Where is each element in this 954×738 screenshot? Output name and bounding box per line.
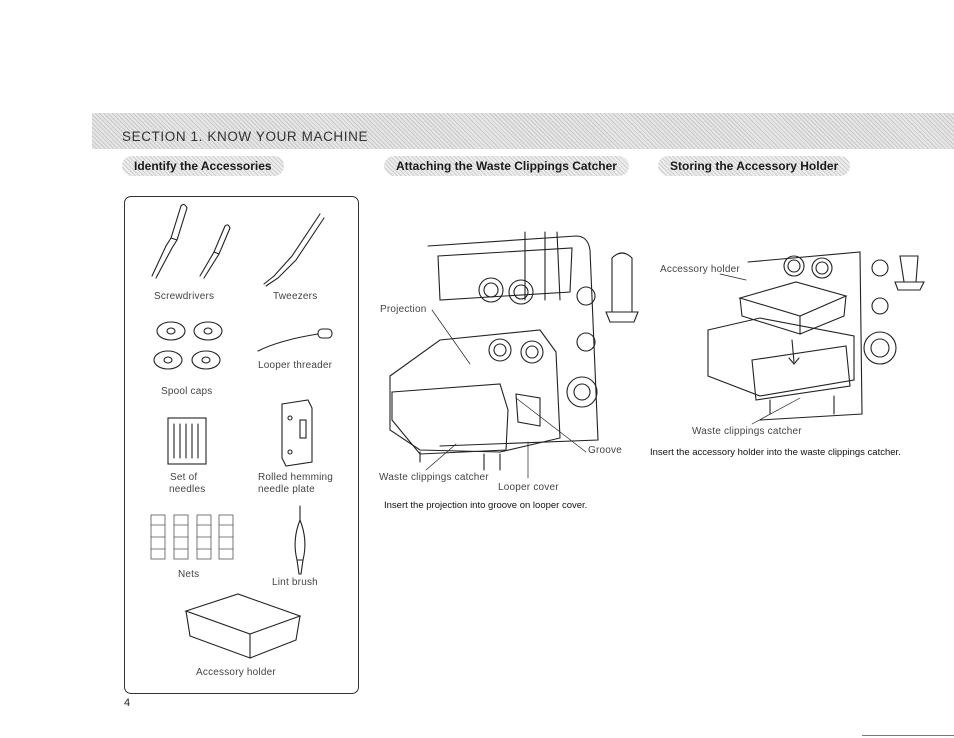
hemming-plate-label-line2: needle plate [258, 484, 315, 495]
overlock-machine-storing-illustration [707, 251, 925, 421]
heading-identify-accessories: Identify the Accessories [122, 156, 284, 176]
waste-catcher-label: Waste clippings catcher [379, 472, 489, 483]
needles-label-line2: needles [169, 484, 206, 495]
looper-threader-icon [257, 328, 333, 352]
nets-label: Nets [178, 569, 200, 580]
accessories-panel [124, 196, 359, 694]
nets-icon [150, 514, 234, 560]
looper-threader-label: Looper threader [258, 360, 333, 371]
heading-attaching-waste-catcher: Attaching the Waste Clippings Catcher [384, 156, 629, 176]
projection-label: Projection [380, 304, 427, 315]
accessory-holder-callout: Accessory holder [660, 264, 740, 275]
projection-leader [431, 309, 471, 365]
footer-rule [862, 735, 954, 736]
screwdriver-icon [151, 203, 231, 279]
spool-caps-label: Spool caps [161, 386, 213, 397]
hemming-plate-label-line1: Rolled hemming [258, 472, 334, 483]
looper-cover-label: Looper cover [498, 482, 559, 493]
needles-label-line1: Set of [170, 472, 198, 483]
lint-brush-icon [294, 505, 306, 575]
accessory-holder-leader [719, 273, 747, 281]
groove-leader [515, 397, 587, 453]
spool-caps-icon [153, 321, 223, 370]
accessory-holder-label: Accessory holder [196, 667, 276, 678]
tweezers-icon [263, 213, 325, 287]
heading-storing-accessory-holder: Storing the Accessory Holder [658, 156, 851, 176]
screwdrivers-label: Screwdrivers [154, 291, 215, 302]
groove-label: Groove [588, 445, 622, 456]
waste-catcher-leader [425, 443, 457, 471]
section-title: SECTION 1. KNOW YOUR MACHINE [122, 129, 369, 144]
page-number: 4 [124, 697, 131, 709]
tweezers-label: Tweezers [273, 291, 318, 302]
section-banner [92, 113, 954, 149]
overlock-machine-illustration [389, 231, 639, 471]
storing-figure-caption: Insert the accessory holder into the was… [650, 447, 901, 458]
waste-catcher-leader-2 [751, 397, 801, 425]
waste-figure-caption: Insert the projection into groove on loo… [384, 500, 588, 511]
lint-brush-label: Lint brush [272, 577, 318, 588]
accessory-holder-icon [184, 593, 302, 659]
waste-catcher-callout: Waste clippings catcher [692, 426, 802, 437]
rolled-hemming-plate-icon [281, 399, 313, 467]
needles-icon [167, 417, 207, 465]
